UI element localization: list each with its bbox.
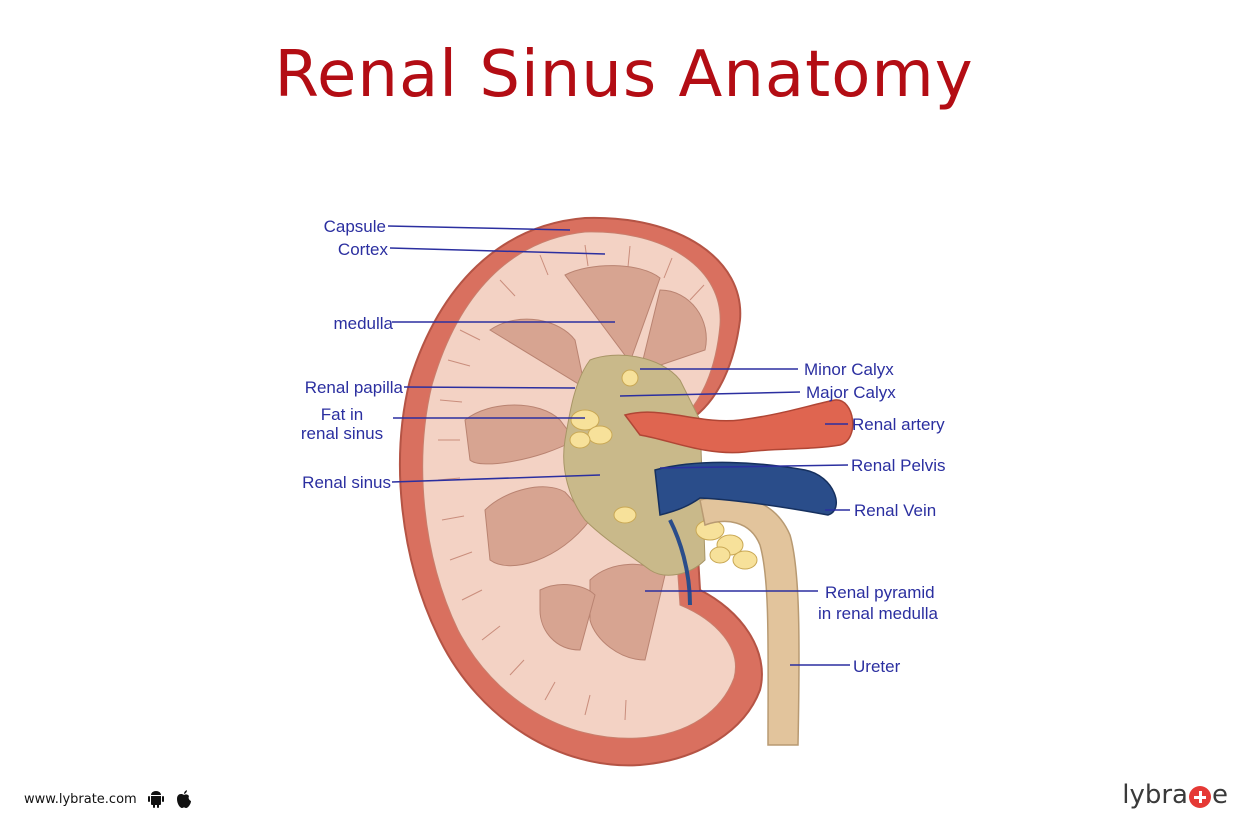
label-minor-calyx: Minor Calyx bbox=[804, 360, 894, 379]
label-cortex: Cortex bbox=[338, 240, 389, 259]
label-renal-papilla: Renal papilla bbox=[305, 378, 404, 397]
label-fat-line2: renal sinus bbox=[301, 424, 383, 443]
label-ureter: Ureter bbox=[853, 657, 901, 676]
brand-text-end: e bbox=[1212, 780, 1228, 810]
label-major-calyx: Major Calyx bbox=[806, 383, 896, 402]
plus-icon bbox=[1189, 786, 1211, 808]
label-pyramid-line2: in renal medulla bbox=[818, 604, 939, 623]
leader-lines bbox=[387, 225, 850, 666]
footer-left: www.lybrate.com bbox=[24, 788, 193, 810]
brand-text-start: lybra bbox=[1122, 780, 1188, 810]
android-icon[interactable] bbox=[147, 789, 165, 809]
apple-icon[interactable] bbox=[175, 789, 193, 809]
label-renal-vein: Renal Vein bbox=[854, 501, 936, 520]
renal-pyramids bbox=[464, 265, 707, 661]
renal-vein-branch bbox=[668, 519, 692, 606]
renal-artery bbox=[623, 399, 854, 454]
ureter bbox=[699, 495, 800, 746]
label-pyramid-line1: Renal pyramid bbox=[825, 583, 935, 602]
footer-url[interactable]: www.lybrate.com bbox=[24, 791, 137, 807]
label-renal-artery: Renal artery bbox=[852, 415, 945, 434]
sinus-fat bbox=[569, 369, 758, 570]
label-renal-pelvis: Renal Pelvis bbox=[851, 456, 946, 475]
brand-logo[interactable]: lybra e bbox=[1122, 780, 1228, 810]
label-medulla: medulla bbox=[333, 314, 393, 333]
label-renal-sinus: Renal sinus bbox=[302, 473, 391, 492]
label-fat-line1: Fat in bbox=[321, 405, 364, 424]
page-title: Renal Sinus Anatomy bbox=[274, 38, 974, 112]
renal-vein bbox=[654, 461, 837, 516]
label-capsule: Capsule bbox=[324, 217, 386, 236]
